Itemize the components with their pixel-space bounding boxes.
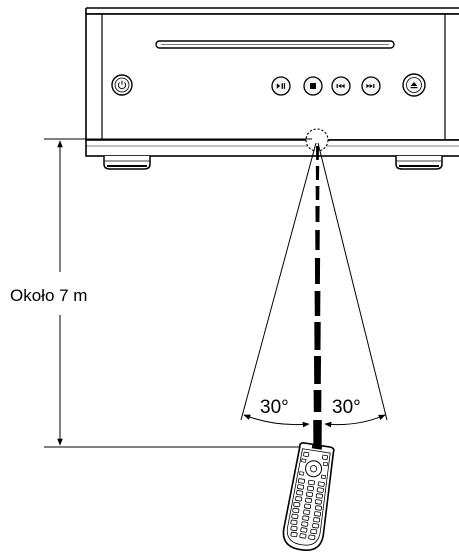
remote-button-grid [290,478,325,541]
eject-button[interactable] [402,73,426,97]
power-icon [117,80,127,90]
angle-arc-left [243,414,310,428]
player-foot-right [395,156,443,170]
eject-icon [410,82,418,89]
remote-nav-ring [299,458,329,480]
remote-control [282,442,335,551]
cone-edge-left [240,142,317,421]
skip-back-button[interactable] [331,76,351,96]
skip-forward-button[interactable] [361,76,381,96]
power-button[interactable] [111,74,133,96]
angle-arc-right [324,414,386,428]
play-pause-button[interactable] [271,76,291,96]
stop-button[interactable] [303,76,323,96]
stop-icon [310,83,316,89]
ir-beam-center [313,146,322,446]
distance-measurement: Około 7 m [10,138,312,448]
player-foot-left [103,156,151,170]
ir-beam-cone: 30° 30° [240,142,388,446]
remote-ir-emitter [311,444,323,450]
skip-back-icon [336,84,345,88]
player-base-band [85,139,459,157]
cone-edge-right [317,142,388,421]
angle-label-right: 30° [332,397,361,418]
angle-label-left: 30° [260,397,289,418]
play-pause-icon [276,83,286,89]
player-top-panel [85,7,459,15]
cd-player [85,7,459,170]
distance-label: Około 7 m [10,286,87,305]
player-front-panel [85,13,459,141]
skip-forward-icon [366,84,375,88]
